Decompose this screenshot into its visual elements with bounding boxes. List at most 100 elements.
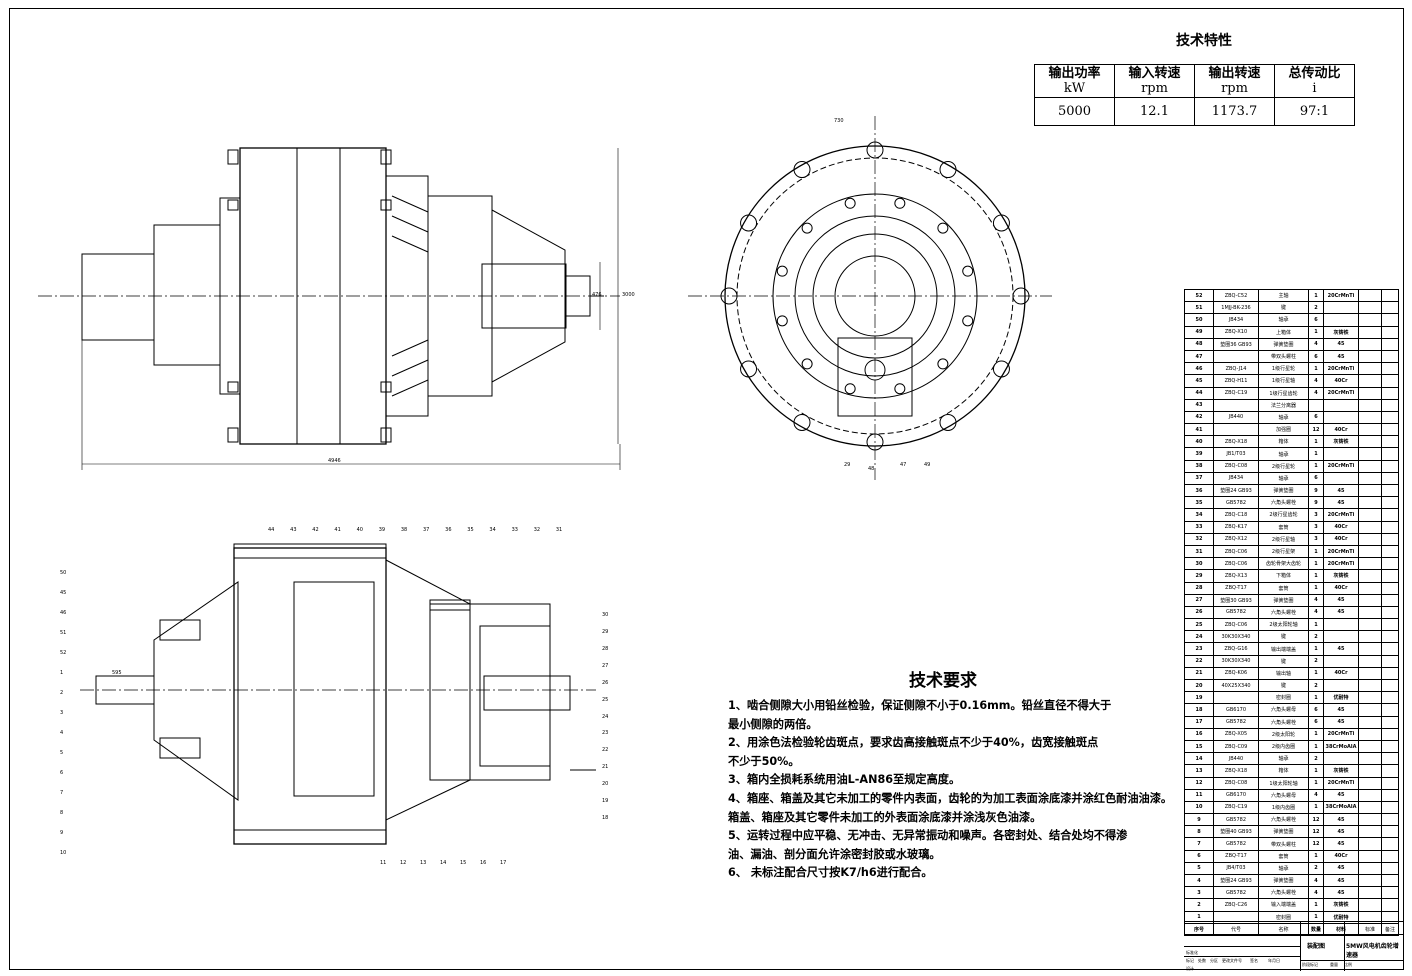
bom-cell: 灰铸铁 xyxy=(1323,898,1359,912)
bom-cell: 弹簧垫圈 xyxy=(1258,337,1309,351)
bom-cell: 30K30X340 xyxy=(1213,630,1259,644)
requirement-line: 箱盖、箱座及其它零件未加工的外表面涂底漆并涂浅灰色油漆。 xyxy=(728,810,1042,824)
bom-cell: ZBQ-C06 xyxy=(1213,618,1259,632)
bom-cell: 带双头螺柱 xyxy=(1258,349,1309,364)
bom-cell: 2级内齿圈 xyxy=(1258,739,1309,754)
bom-cell: 12 xyxy=(1308,813,1324,827)
bom-cell: 键 xyxy=(1258,630,1309,644)
section-balloon-label: 39 xyxy=(378,527,386,533)
bom-cell: 12 xyxy=(1308,825,1324,839)
bom-cell: 20CrMnTi xyxy=(1323,386,1359,400)
bom-cell xyxy=(1381,727,1399,741)
bom-cell: 弹簧垫圈 xyxy=(1258,593,1309,607)
bom-cell xyxy=(1381,459,1399,473)
bom-cell xyxy=(1358,800,1382,815)
bom-cell: 24 xyxy=(1184,630,1214,644)
bom-header-row: 序号代号名称数量材料标准备注 xyxy=(1184,922,1399,936)
bom-cell xyxy=(1358,825,1382,839)
bom-cell: 6 xyxy=(1308,410,1324,425)
bom-cell: 52 xyxy=(1184,288,1214,303)
bom-cell xyxy=(1358,666,1382,681)
bom-cell: 20CrMnTi xyxy=(1323,776,1359,790)
section-balloon-label: 21 xyxy=(602,764,609,771)
bom-cell: 1 xyxy=(1308,727,1324,741)
bom-cell: 4 xyxy=(1308,374,1324,388)
section-balloon-label: 20 xyxy=(602,781,609,788)
bom-cell: 6 xyxy=(1308,471,1324,486)
section-balloon-label: 33 xyxy=(511,527,518,533)
bom-cell xyxy=(1308,398,1324,412)
bom-cell xyxy=(1323,447,1359,461)
bom-cell: 2级太阳轮 xyxy=(1258,727,1309,741)
spec-value-ratio: 97:1 xyxy=(1274,97,1355,126)
bom-cell: 输入端端盖 xyxy=(1258,898,1309,912)
bom-cell: 六角头螺栓 xyxy=(1258,496,1309,510)
end-view-label-29: 29 xyxy=(844,462,851,468)
bom-cell: 轴承 xyxy=(1258,861,1309,876)
bom-cell xyxy=(1323,752,1359,766)
title-block-cell: 分区 xyxy=(1210,958,1218,963)
bom-cell: 20CrMnTi xyxy=(1323,727,1359,741)
bom-cell xyxy=(1381,825,1399,839)
bom-cell xyxy=(1358,374,1382,388)
bom-cell: 42 xyxy=(1184,410,1214,425)
bom-cell xyxy=(1358,471,1382,486)
title-block-rule xyxy=(1300,960,1404,961)
title-block-cell: 标准化 xyxy=(1186,950,1198,955)
bom-cell: ZBQ-T17 xyxy=(1213,849,1259,863)
bom-cell: 45 xyxy=(1323,837,1359,851)
spec-title: 技术特性 xyxy=(1176,33,1232,49)
bom-cell: 11 xyxy=(1184,788,1214,802)
bom-cell xyxy=(1381,398,1399,412)
bom-cell: 1 xyxy=(1308,288,1324,303)
bom-cell: 键 xyxy=(1258,678,1309,693)
bom-cell: 优耐特 xyxy=(1323,691,1359,705)
bom-cell xyxy=(1381,886,1399,900)
bom-cell: 40Cr xyxy=(1323,581,1359,595)
bom-cell: 4 xyxy=(1308,873,1324,888)
spec-header-input-speed-unit: rpm xyxy=(1141,81,1168,96)
bom-cell: 44 xyxy=(1184,386,1214,400)
bom-cell: 39 xyxy=(1184,447,1214,461)
section-balloon-label: 34 xyxy=(489,527,496,533)
bom-cell: 1级行星轮 xyxy=(1258,362,1309,376)
spec-header-ratio-unit: i xyxy=(1312,81,1317,96)
flange-bolt xyxy=(866,141,884,159)
bom-cell: 5 xyxy=(1184,861,1214,876)
bom-cell: 3 xyxy=(1308,532,1324,546)
bom-cell: 套筒 xyxy=(1258,849,1309,863)
bom-cell: ZBQ-C19 xyxy=(1213,800,1259,815)
bom-cell: 六角头螺栓 xyxy=(1258,605,1309,620)
bom-cell xyxy=(1358,337,1382,351)
flange-bolt xyxy=(992,360,1010,378)
end-view xyxy=(688,116,1052,480)
bom-cell: ZBQ-C06 xyxy=(1213,544,1259,559)
flange-bolt xyxy=(939,161,957,179)
bom-cell: 6 xyxy=(1308,715,1324,729)
bom-cell xyxy=(1381,508,1399,522)
bom-cell xyxy=(1381,581,1399,595)
section-balloon-label: 40 xyxy=(356,527,363,533)
bom-cell: 12 xyxy=(1308,837,1324,851)
title-block: 标记处数分区更改文件号签名年月日设计标准化阶段标记重量比例 装配图 5MW风电机… xyxy=(1184,921,1404,971)
bom-cell: ZBQ-C26 xyxy=(1213,898,1259,912)
bom-cell xyxy=(1358,483,1382,498)
bom-cell xyxy=(1358,715,1382,729)
bom-cell: 12 xyxy=(1184,776,1214,790)
bom-cell: 19 xyxy=(1184,691,1214,705)
bom-cell: ZBQ-T17 xyxy=(1213,581,1259,595)
bom-cell: 45 xyxy=(1323,593,1359,607)
